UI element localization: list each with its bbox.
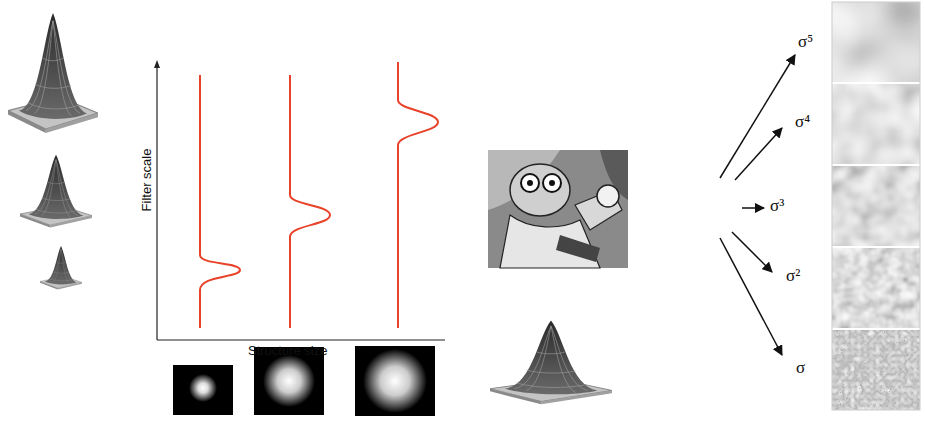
axis-label: Structure size [248, 343, 327, 358]
axis-label: Filter scale [139, 149, 154, 212]
scale-label: σ⁵ [798, 32, 813, 52]
scale-label: σ [796, 358, 805, 378]
scale-label: σ⁴ [795, 112, 810, 132]
scale-label: σ² [786, 266, 800, 286]
scale-label: σ³ [770, 196, 784, 216]
